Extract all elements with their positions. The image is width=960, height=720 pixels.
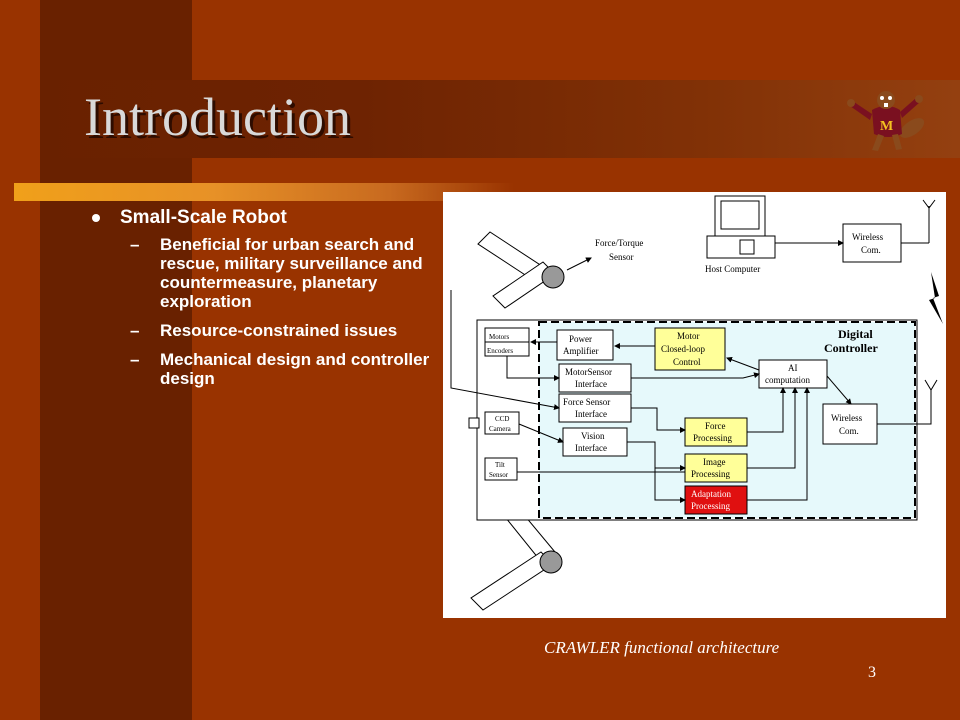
link-line	[566, 257, 592, 271]
image-processing-label: Image	[703, 457, 726, 467]
force-processing-label: Force	[705, 421, 726, 431]
bullet-dot-icon	[92, 214, 100, 222]
motorsensor-interface-label: MotorSensor	[565, 367, 612, 377]
sub-bullet-item: – Resource-constrained issues	[92, 321, 442, 340]
digital-controller-label: Digital	[838, 327, 873, 341]
sub-bullet-item: – Mechanical design and controller desig…	[92, 350, 442, 388]
motor-control-label: Closed-loop	[661, 344, 705, 354]
link-line	[450, 290, 560, 411]
encoders-label: Encoders	[487, 347, 513, 355]
antenna-inner-icon	[924, 379, 938, 391]
sub-bullet-item: – Beneficial for urban search and rescue…	[92, 235, 442, 311]
architecture-diagram-svg: Digital Controller Host Computer Wireles…	[450, 195, 943, 611]
bullet-item: Small-Scale Robot	[92, 207, 442, 229]
robot-arm-top	[477, 231, 565, 309]
host-computer-label: Host Computer	[705, 264, 760, 274]
link-line	[518, 423, 564, 443]
tilt-sensor-label: Tilt	[495, 461, 505, 469]
adaptation-processing-box	[684, 485, 748, 515]
link-line	[726, 356, 760, 371]
ccd-camera-label: CCD	[495, 415, 509, 423]
force-processing-box	[684, 417, 748, 447]
wireless-com-top-box	[842, 223, 902, 263]
force-sensor-interface-label: Force Sensor	[563, 397, 610, 407]
tilt-sensor-box	[484, 457, 518, 481]
host-computer-icon	[706, 195, 776, 259]
image-processing-label: Processing	[691, 469, 730, 479]
antenna-top-icon	[922, 199, 936, 209]
force-sensor-interface-label: Interface	[575, 409, 607, 419]
vision-interface-label: Vision	[581, 431, 605, 441]
link-line	[631, 407, 686, 433]
wireless-com-top-label: Wireless	[852, 232, 884, 242]
diagram-caption: CRAWLER functional architecture	[544, 638, 780, 657]
motor-control-label: Control	[673, 357, 701, 367]
adaptation-processing-label: Adaptation	[691, 489, 731, 499]
sub-bullet-text: Resource-constrained issues	[160, 321, 398, 340]
link-line	[627, 441, 686, 471]
wireless-com-top-label: Com.	[861, 245, 881, 255]
bullet-list: Small-Scale Robot – Beneficial for urban…	[92, 207, 442, 398]
ccd-camera-box	[484, 411, 520, 435]
force-torque-sensor-label: Sensor	[609, 252, 634, 262]
force-processing-label: Processing	[693, 433, 732, 443]
ai-computation-label: AI	[788, 363, 798, 373]
power-amplifier-box	[556, 329, 614, 361]
sub-bullet-text: Beneficial for urban search and rescue, …	[160, 235, 423, 311]
page-number: 3	[868, 664, 876, 681]
sub-bullet-text: Mechanical design and controller design	[160, 350, 430, 388]
power-amplifier-label: Power	[569, 334, 592, 344]
wireless-com-inner-label: Com.	[839, 426, 859, 436]
mascot-logo: M	[847, 91, 925, 151]
adaptation-processing-label: Processing	[691, 501, 730, 511]
camera-icon	[468, 417, 480, 429]
link-line	[747, 387, 810, 501]
vision-interface-box	[562, 427, 628, 457]
svg-text:M: M	[880, 119, 893, 134]
link-line	[747, 387, 786, 433]
ai-computation-label: computation	[765, 375, 810, 385]
link-line	[826, 375, 852, 405]
dash-icon: –	[130, 235, 140, 254]
bullet-text: Small-Scale Robot	[120, 207, 287, 228]
wireless-com-inner-box	[822, 403, 878, 445]
wireless-signal-icon	[929, 272, 943, 324]
vision-interface-label: Interface	[575, 443, 607, 453]
ccd-camera-label: Camera	[489, 425, 512, 433]
link-line	[654, 468, 686, 503]
digital-controller-label: Controller	[824, 341, 878, 355]
motorsensor-interface-box	[558, 363, 632, 393]
dash-icon: –	[130, 321, 140, 340]
link-line	[506, 356, 560, 381]
slide-title: Introduction	[84, 87, 351, 147]
power-amplifier-label: Amplifier	[563, 346, 599, 356]
motors-label: Motors	[489, 333, 510, 341]
title-band	[40, 80, 960, 158]
architecture-diagram: Digital Controller Host Computer Wireles…	[443, 192, 946, 618]
wireless-com-inner-label: Wireless	[831, 413, 863, 423]
motor-control-label: Motor	[677, 331, 700, 341]
accent-rule	[14, 183, 514, 201]
motorsensor-interface-label: Interface	[575, 379, 607, 389]
link-line	[747, 387, 798, 469]
motor-control-box	[654, 327, 726, 371]
tilt-sensor-label: Sensor	[489, 471, 509, 479]
dash-icon: –	[130, 350, 140, 369]
antenna-inner-icon	[877, 390, 932, 425]
link-line	[631, 372, 760, 379]
force-torque-sensor-label: Force/Torque	[595, 238, 643, 248]
